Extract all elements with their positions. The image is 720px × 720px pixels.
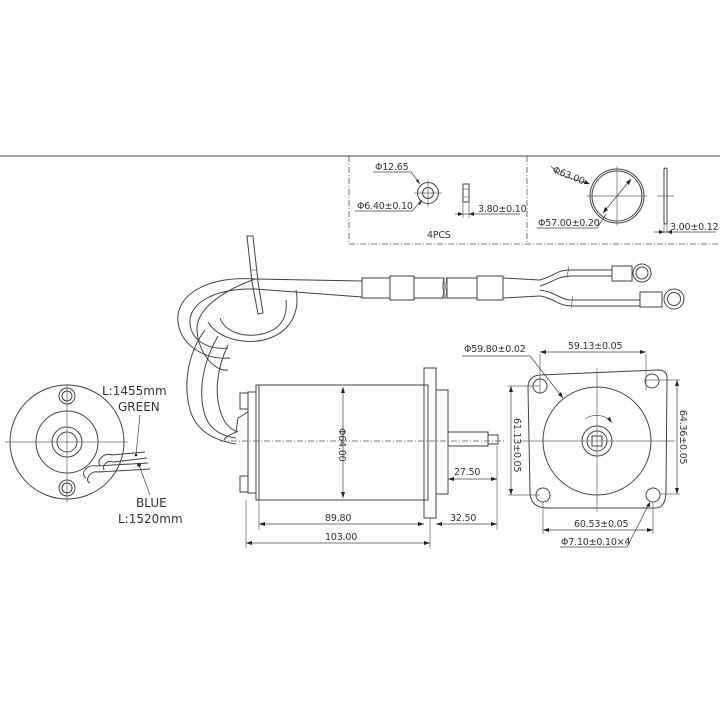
overall-length-label: 103.00 bbox=[325, 532, 357, 543]
blue-wire-label: BLUE bbox=[136, 496, 167, 510]
green-wire-label: GREEN bbox=[118, 400, 160, 414]
oring-outer-dia-label: Φ63.00 bbox=[551, 165, 586, 188]
oring-inner-dia-label: Φ57.00±0.20 bbox=[538, 218, 600, 229]
flange-front-view: 59.13±0.05 Φ59.80±0.02 61.13±0.05 64.36±… bbox=[462, 341, 688, 548]
front-length-label: 32.50 bbox=[450, 513, 476, 524]
oring-thickness-label: 3.00±0.12 bbox=[670, 222, 719, 233]
rear-end-view: L:1455mm GREEN BLUE L:1520mm bbox=[5, 384, 183, 526]
oring-detail-box: Φ63.00 Φ57.00±0.20 3.00±0.12 bbox=[537, 165, 719, 234]
washer-outer-dia-label: Φ12.65 bbox=[375, 162, 409, 173]
green-wire-length-label: L:1455mm bbox=[102, 384, 167, 398]
shaft-length-label: 27.50 bbox=[454, 467, 480, 478]
left-hole-spacing-label: 61.13±0.05 bbox=[511, 418, 522, 472]
motor-side-view: Φ64.00 27.50 89.80 32.50 103.00 bbox=[220, 367, 505, 548]
top-hole-spacing-label: 59.13±0.05 bbox=[568, 341, 622, 352]
washer-detail-box: Φ12.65 Φ6.40±0.10 3.80±0.10 4PCS bbox=[348, 156, 720, 245]
ring-terminal-2 bbox=[663, 288, 685, 310]
ring-terminal-1 bbox=[632, 263, 652, 283]
cable-tie bbox=[246, 235, 264, 315]
pilot-diameter-label: Φ59.80±0.02 bbox=[464, 344, 526, 355]
cable-harness bbox=[177, 235, 685, 445]
blue-wire-length-label: L:1520mm bbox=[118, 512, 183, 526]
hole-diameter-label: Φ7.10±0.10×4 bbox=[561, 537, 631, 548]
washer-thickness-label: 3.80±0.10 bbox=[478, 204, 527, 215]
washer-side-view bbox=[462, 183, 470, 203]
right-hole-spacing-label: 64.36±0.05 bbox=[677, 410, 688, 464]
body-diameter-label: Φ64.00 bbox=[336, 428, 347, 462]
washer-inner-dia-label: Φ6.40±0.10 bbox=[357, 201, 413, 212]
washer-quantity-label: 4PCS bbox=[427, 230, 451, 241]
bottom-hole-spacing-label: 60.53±0.05 bbox=[574, 519, 628, 530]
body-length-label: 89.80 bbox=[325, 513, 351, 524]
